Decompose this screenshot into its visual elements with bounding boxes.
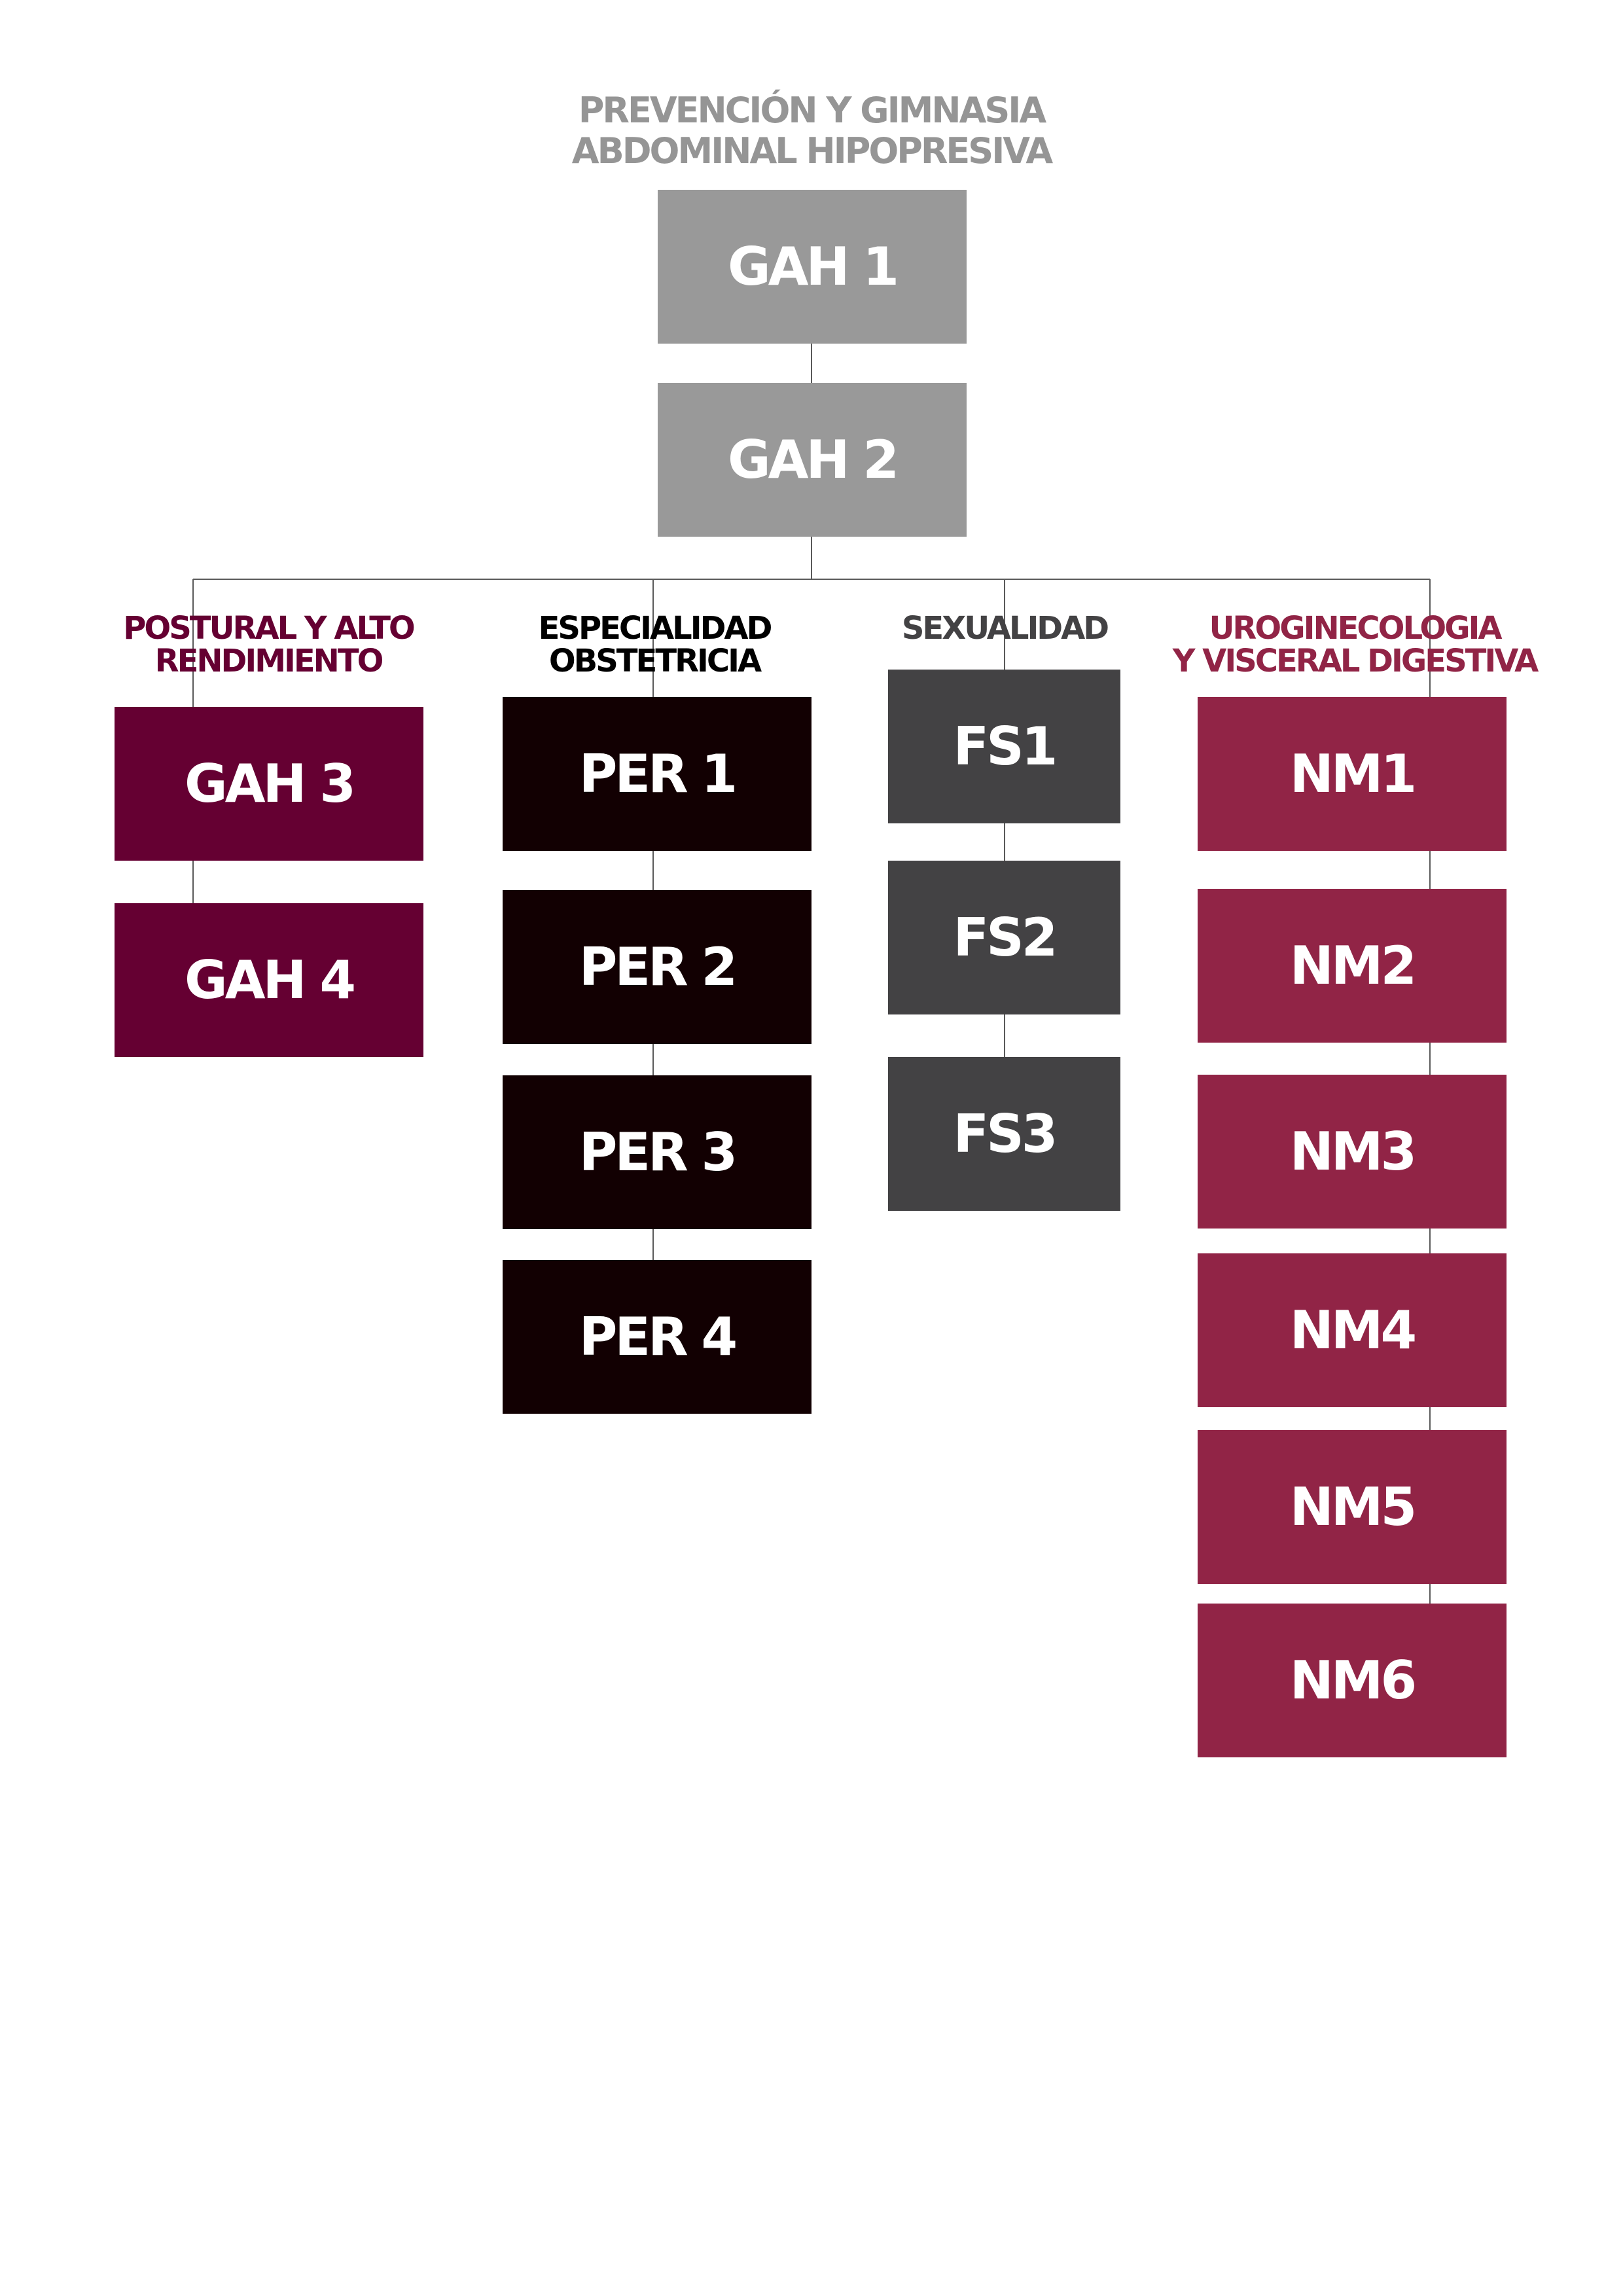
node-label: GAH 3 <box>184 753 356 814</box>
node-label: FS3 <box>953 1103 1058 1164</box>
node-label: NM4 <box>1289 1300 1417 1361</box>
header-line-1: ESPECIALIDAD <box>538 610 773 647</box>
node-nm5: NM5 <box>1198 1430 1507 1584</box>
node-nm6: NM6 <box>1198 1604 1507 1757</box>
node-label: GAH 2 <box>727 429 899 490</box>
header-line-1: POSTURAL Y ALTO <box>123 610 415 647</box>
node-label: FS1 <box>953 716 1058 777</box>
diagram-title: PREVENCIÓN Y GIMNASIA ABDOMINAL HIPOPRES… <box>484 90 1139 171</box>
branch-header-sexualidad: SEXUALIDAD <box>864 612 1145 645</box>
node-per-4: PER 4 <box>503 1260 812 1414</box>
node-label: NM5 <box>1289 1477 1417 1537</box>
node-label: NM2 <box>1289 935 1417 996</box>
node-fs3: FS3 <box>888 1057 1120 1211</box>
header-line-2: OBSTETRICIA <box>548 643 762 679</box>
header-line-2: RENDIMIENTO <box>154 643 384 679</box>
node-nm1: NM1 <box>1198 697 1507 851</box>
node-gah-2: GAH 2 <box>658 383 967 537</box>
node-label: GAH 4 <box>184 950 356 1011</box>
title-line-2: ABDOMINAL HIPOPRESIVA <box>571 130 1053 171</box>
node-label: GAH 1 <box>727 236 899 297</box>
node-label: NM6 <box>1289 1650 1417 1711</box>
node-label: NM3 <box>1289 1121 1417 1182</box>
node-per-2: PER 2 <box>503 890 812 1044</box>
branch-header-obstetricia: ESPECIALIDAD OBSTETRICIA <box>484 612 825 677</box>
node-label: PER 1 <box>579 744 738 804</box>
title-line-1: PREVENCIÓN Y GIMNASIA <box>578 90 1046 131</box>
node-label: FS2 <box>953 907 1058 968</box>
node-label: NM1 <box>1289 744 1417 804</box>
node-label: PER 2 <box>579 937 738 997</box>
node-nm4: NM4 <box>1198 1253 1507 1407</box>
node-gah-1: GAH 1 <box>658 190 967 344</box>
branch-header-postural: POSTURAL Y ALTO RENDIMIENTO <box>85 612 452 677</box>
node-label: PER 3 <box>579 1122 738 1183</box>
node-nm2: NM2 <box>1198 889 1507 1043</box>
node-nm3: NM3 <box>1198 1075 1507 1229</box>
node-fs2: FS2 <box>888 861 1120 1014</box>
node-per-3: PER 3 <box>503 1075 812 1229</box>
node-label: PER 4 <box>579 1306 738 1367</box>
header-line-1: SEXUALIDAD <box>901 610 1109 647</box>
node-gah-4: GAH 4 <box>115 903 423 1057</box>
header-line-1: UROGINECOLOGIA <box>1209 610 1502 647</box>
node-fs1: FS1 <box>888 670 1120 823</box>
node-per-1: PER 1 <box>503 697 812 851</box>
branch-header-uroginecologia: UROGINECOLOGIA Y VISCERAL DIGESTIVA <box>1139 612 1571 677</box>
header-line-2: Y VISCERAL DIGESTIVA <box>1172 643 1539 679</box>
node-gah-3: GAH 3 <box>115 707 423 861</box>
